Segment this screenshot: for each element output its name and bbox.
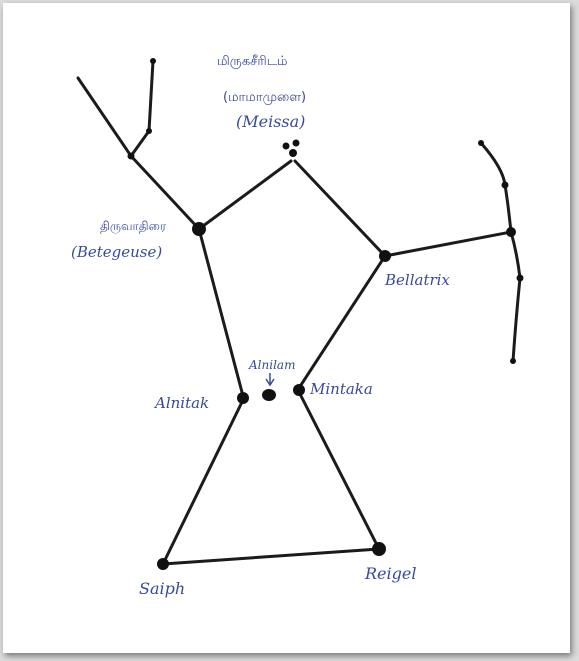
star-alnitak	[237, 392, 249, 404]
label-meissa-tamil: மிருகசீரிடம்	[217, 54, 288, 69]
line-arm-join	[131, 131, 149, 156]
paper-sheet: மிருகசீரிடம் (மாமாமுளை) (Meissa) திருவாத…	[3, 3, 570, 653]
label-betelgeuse: (Betegeuse)	[71, 243, 162, 261]
stars	[128, 58, 524, 570]
label-alnilam: Alnilam	[248, 358, 295, 372]
line-alnitak-saiph	[163, 400, 243, 564]
star-meissa-2	[293, 140, 300, 147]
line-meissa-bellatrix	[295, 161, 385, 256]
line-saiph-rigel	[163, 549, 379, 564]
line-bellatrix-shield	[385, 232, 511, 256]
star-meissa-1	[283, 143, 290, 150]
orion-constellation-diagram: மிருகசீரிடம் (மாமாமுளை) (Meissa) திருவாத…	[3, 3, 570, 653]
line-bellatrix-mintaka	[299, 256, 385, 388]
star-club-1	[150, 58, 156, 64]
labels: மிருகசீரிடம் (மாமாமுளை) (Meissa) திருவாத…	[71, 54, 450, 598]
label-meissa: (Meissa)	[236, 112, 305, 131]
star-shield-4	[517, 275, 524, 282]
star-betelgeuse	[192, 222, 206, 236]
label-alnitak: Alnitak	[153, 394, 209, 412]
star-mintaka	[293, 384, 305, 396]
line-mintaka-rigel	[299, 392, 379, 549]
star-shield-5	[510, 358, 516, 364]
line-arm-left	[78, 78, 131, 156]
constellation-lines	[78, 61, 520, 564]
star-bellatrix	[379, 250, 391, 262]
label-betelgeuse-tamil: திருவாதிரை	[100, 219, 167, 234]
line-betelgeuse-alnitak	[199, 229, 243, 396]
star-club-3	[128, 153, 135, 160]
line-betelgeuse-meissa	[199, 161, 291, 229]
line-shield-bow	[481, 143, 520, 361]
label-rigel: Reigel	[364, 564, 416, 583]
line-arm-right	[149, 61, 153, 131]
star-club-2	[146, 128, 152, 134]
label-meissa-tamil-alt: (மாமாமுளை)	[223, 90, 306, 105]
star-shield-1	[478, 140, 484, 146]
star-saiph	[157, 558, 169, 570]
star-alnilam	[262, 389, 276, 401]
label-bellatrix: Bellatrix	[384, 271, 450, 289]
alnilam-arrow	[266, 373, 274, 385]
label-mintaka: Mintaka	[309, 380, 373, 398]
star-shield-3	[506, 227, 516, 237]
label-saiph: Saiph	[139, 579, 185, 598]
star-rigel	[372, 542, 386, 556]
star-shield-2	[502, 182, 509, 189]
star-meissa-3	[289, 149, 297, 157]
